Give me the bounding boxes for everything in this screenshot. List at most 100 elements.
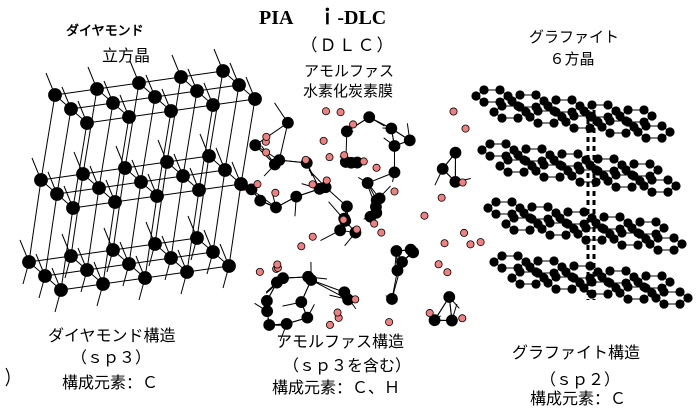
carbon-atom: [615, 111, 625, 121]
carbon-atom: [567, 171, 577, 181]
carbon-atom: [202, 149, 216, 163]
carbon-atom: [561, 218, 571, 228]
graphite-layers: [471, 85, 693, 309]
carbon-atom: [603, 289, 613, 299]
carbon-atom: [249, 139, 262, 152]
carbon-atom: [446, 314, 458, 327]
carbon-atom: [301, 311, 314, 324]
carbon-atom: [617, 228, 627, 238]
dlc-structure: アモルファス構造: [276, 332, 405, 351]
hydrogen-atom: [253, 180, 262, 189]
hydrogen-atom: [458, 314, 467, 323]
hydrogen-atom: [461, 124, 470, 133]
carbon-atom: [513, 251, 523, 261]
carbon-atom: [174, 70, 188, 84]
lattice-bond: [196, 84, 240, 92]
carbon-atom: [639, 105, 649, 115]
hydrogen-atom: [301, 155, 310, 164]
lattice-bond: [60, 207, 74, 291]
carbon-atom: [597, 235, 607, 245]
carbon-atom: [164, 251, 178, 265]
hydrogen-atom: [322, 176, 331, 185]
carbon-atom: [263, 319, 276, 331]
carbon-atom: [48, 88, 62, 102]
carbon-atom: [519, 167, 529, 177]
carbon-atom: [671, 181, 681, 191]
carbon-atom: [122, 110, 136, 124]
lattice-bond: [72, 201, 116, 209]
carbon-atom: [96, 277, 110, 291]
carbon-atom: [567, 95, 577, 105]
carbon-atom: [557, 149, 567, 159]
carbon-atom: [629, 159, 639, 169]
carbon-atom: [545, 218, 555, 228]
carbon-atom: [539, 160, 549, 170]
carbon-atom: [503, 155, 513, 165]
carbon-atom: [489, 107, 499, 117]
carbon-atom: [635, 217, 645, 227]
carbon-atom: [515, 90, 525, 100]
graphite-bond: （ｓｐ２）: [539, 370, 621, 389]
graphite-elements: 構成元素：Ｃ: [530, 389, 627, 408]
carbon-atom: [633, 127, 643, 137]
hydrogen-atom: [440, 239, 449, 248]
carbon-atom: [555, 160, 565, 170]
lattice-bond: [170, 251, 214, 259]
dlc-network: [239, 102, 485, 342]
carbon-atom: [663, 175, 673, 185]
carbon-atom: [38, 269, 52, 283]
lattice-bond: [182, 90, 198, 177]
hydrogen-atom: [321, 107, 330, 116]
carbon-atom: [531, 90, 541, 100]
carbon-atom: [525, 262, 535, 272]
carbon-atom: [561, 230, 571, 240]
carbon-atom: [657, 271, 667, 281]
carbon-atom: [106, 243, 120, 257]
carbon-atom: [509, 213, 519, 223]
lattice-bond: [170, 104, 214, 112]
hydrogen-atom: [308, 180, 317, 189]
carbon-atom: [651, 293, 661, 303]
hydrogen-atom: [262, 148, 271, 157]
dlc-abbr: （ＤＬＣ）: [300, 36, 396, 56]
carbon-atom: [106, 96, 120, 110]
carbon-atom: [515, 279, 525, 289]
lattice-bond: [144, 271, 188, 279]
carbon-atom: [404, 243, 417, 256]
carbon-atom: [525, 225, 535, 235]
carbon-atom: [118, 161, 132, 175]
carbon-atom: [519, 208, 529, 218]
carbon-atom: [537, 144, 547, 154]
carbon-atom: [180, 265, 194, 279]
carbon-atom: [54, 283, 68, 297]
carbon-atom: [150, 189, 164, 203]
lattice-bond: [128, 110, 172, 118]
lattice-bond: [70, 249, 114, 257]
carbon-atom: [633, 277, 643, 287]
hydrogen-atom: [351, 295, 360, 304]
lattice-bond: [182, 169, 226, 177]
hydrogen-atom: [372, 163, 381, 172]
carbon-atom: [428, 314, 441, 327]
carbon-atom: [345, 156, 358, 169]
hydrogen-atom: [319, 136, 328, 145]
lattice-bond: [82, 167, 126, 175]
carbon-atom: [603, 277, 613, 287]
hydrogen-atom: [336, 108, 345, 117]
carbon-atom: [270, 201, 282, 214]
lattice-bond: [170, 175, 184, 259]
carbon-atom: [176, 169, 190, 183]
carbon-atom: [675, 287, 685, 297]
lattice-bond: [114, 195, 158, 203]
graphite-structure: グラファイト構造: [512, 343, 641, 362]
hydrogen-atom: [425, 309, 434, 318]
hydrogen-atom: [449, 107, 458, 116]
carbon-atom: [555, 213, 565, 223]
carbon-atom: [623, 294, 633, 304]
carbon-atom: [621, 165, 631, 175]
carbon-atom: [479, 97, 489, 107]
carbon-atom: [218, 163, 232, 177]
hydrogen-atom: [308, 232, 317, 241]
carbon-atom: [403, 134, 416, 147]
